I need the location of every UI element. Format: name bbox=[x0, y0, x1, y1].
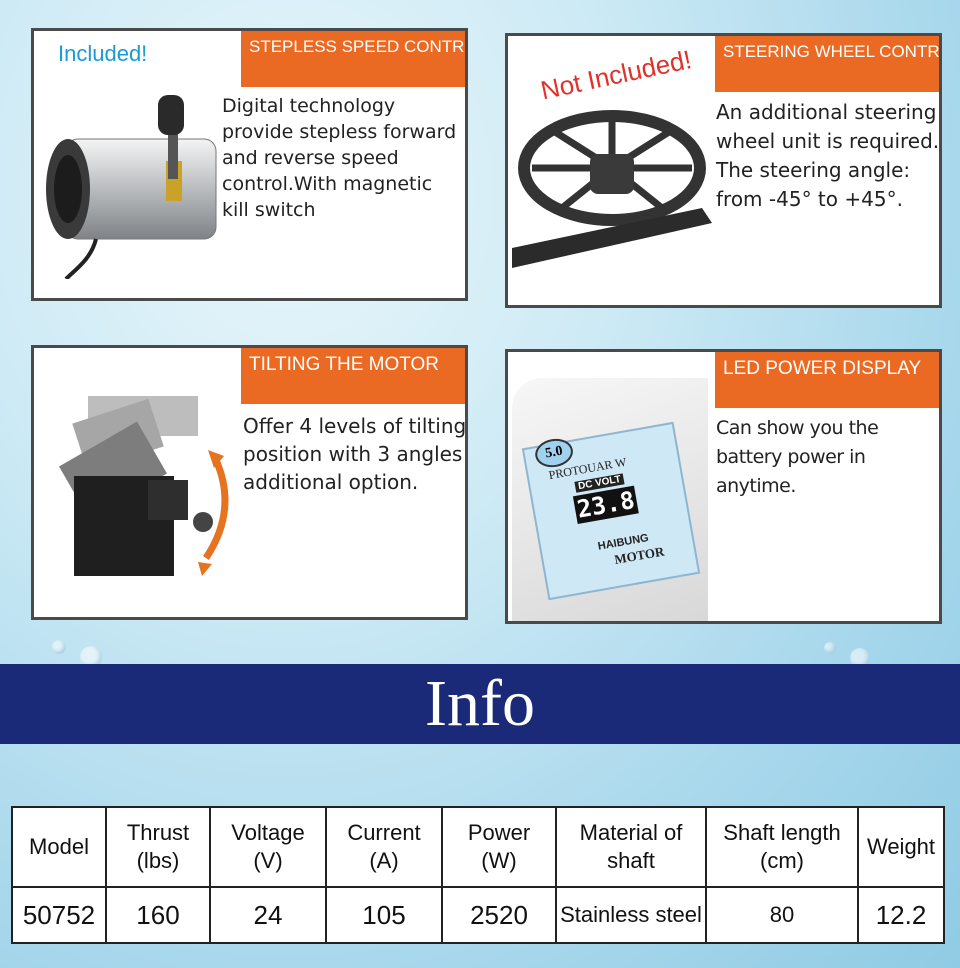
steering-wheel-image bbox=[512, 110, 712, 268]
spec-header-row: Model Thrust(lbs) Voltage(V) Current(A) … bbox=[11, 806, 945, 888]
bubble-decoration bbox=[850, 648, 870, 668]
value-model: 50752 bbox=[11, 886, 107, 944]
tilting-motor-card: TILTING THE MOTOR Offer 4 levels of tilt… bbox=[31, 345, 468, 620]
spec-table: Model Thrust(lbs) Voltage(V) Current(A) … bbox=[11, 806, 945, 944]
steering-wheel-title: STEERING WHEEL CONTROL bbox=[715, 36, 939, 92]
header-model: Model bbox=[11, 806, 107, 888]
speed-controller-card: Included! STEPLESS SPEED CONTROLLER Digi… bbox=[31, 28, 468, 301]
bubble-decoration bbox=[52, 640, 66, 654]
led-display-title: LED POWER DISPLAY bbox=[715, 352, 939, 408]
header-thrust: Thrust(lbs) bbox=[105, 806, 211, 888]
led-display-panel: 5.0 PROTOUAR W DC VOLT 23.8 HAIBUNG MOTO… bbox=[512, 378, 708, 621]
speed-controller-title: STEPLESS SPEED CONTROLLER bbox=[241, 31, 465, 87]
value-voltage: 24 bbox=[209, 886, 327, 944]
value-weight: 12.2 bbox=[857, 886, 945, 944]
value-power: 2520 bbox=[441, 886, 557, 944]
header-current: Current(A) bbox=[325, 806, 443, 888]
not-included-tag: Not Included! bbox=[538, 44, 695, 106]
value-shaft-length: 80 bbox=[705, 886, 859, 944]
header-voltage: Voltage(V) bbox=[209, 806, 327, 888]
led-screen: 5.0 PROTOUAR W DC VOLT 23.8 HAIBUNG MOTO… bbox=[521, 421, 701, 601]
header-weight: Weight bbox=[857, 806, 945, 888]
value-current: 105 bbox=[325, 886, 443, 944]
steering-wheel-description: An additional steering wheel unit is req… bbox=[716, 100, 940, 211]
bubble-decoration bbox=[80, 646, 102, 668]
tilting-motor-title: TILTING THE MOTOR bbox=[241, 348, 465, 404]
tilting-motor-description: Offer 4 levels of tilting position with … bbox=[243, 414, 467, 494]
included-tag: Included! bbox=[58, 41, 148, 66]
header-shaft-length: Shaft length(cm) bbox=[705, 806, 859, 888]
speed-controller-image bbox=[46, 95, 217, 279]
header-power: Power(W) bbox=[441, 806, 557, 888]
info-heading: Info bbox=[0, 664, 960, 744]
led-display-card: LED POWER DISPLAY 5.0 PROTOUAR W DC VOLT… bbox=[505, 349, 942, 624]
value-thrust: 160 bbox=[105, 886, 211, 944]
bubble-decoration bbox=[824, 642, 836, 654]
speed-controller-description: Digital technology provide stepless forw… bbox=[222, 95, 457, 221]
tilting-motor-image bbox=[59, 396, 229, 576]
value-material: Stainless steel bbox=[555, 886, 707, 944]
steering-wheel-card: STEERING WHEEL CONTROL Not Included! An … bbox=[505, 33, 942, 308]
led-display-description: Can show you the battery power in anytim… bbox=[716, 417, 879, 497]
spec-value-row: 50752 160 24 105 2520 Stainless steel 80… bbox=[11, 886, 945, 944]
